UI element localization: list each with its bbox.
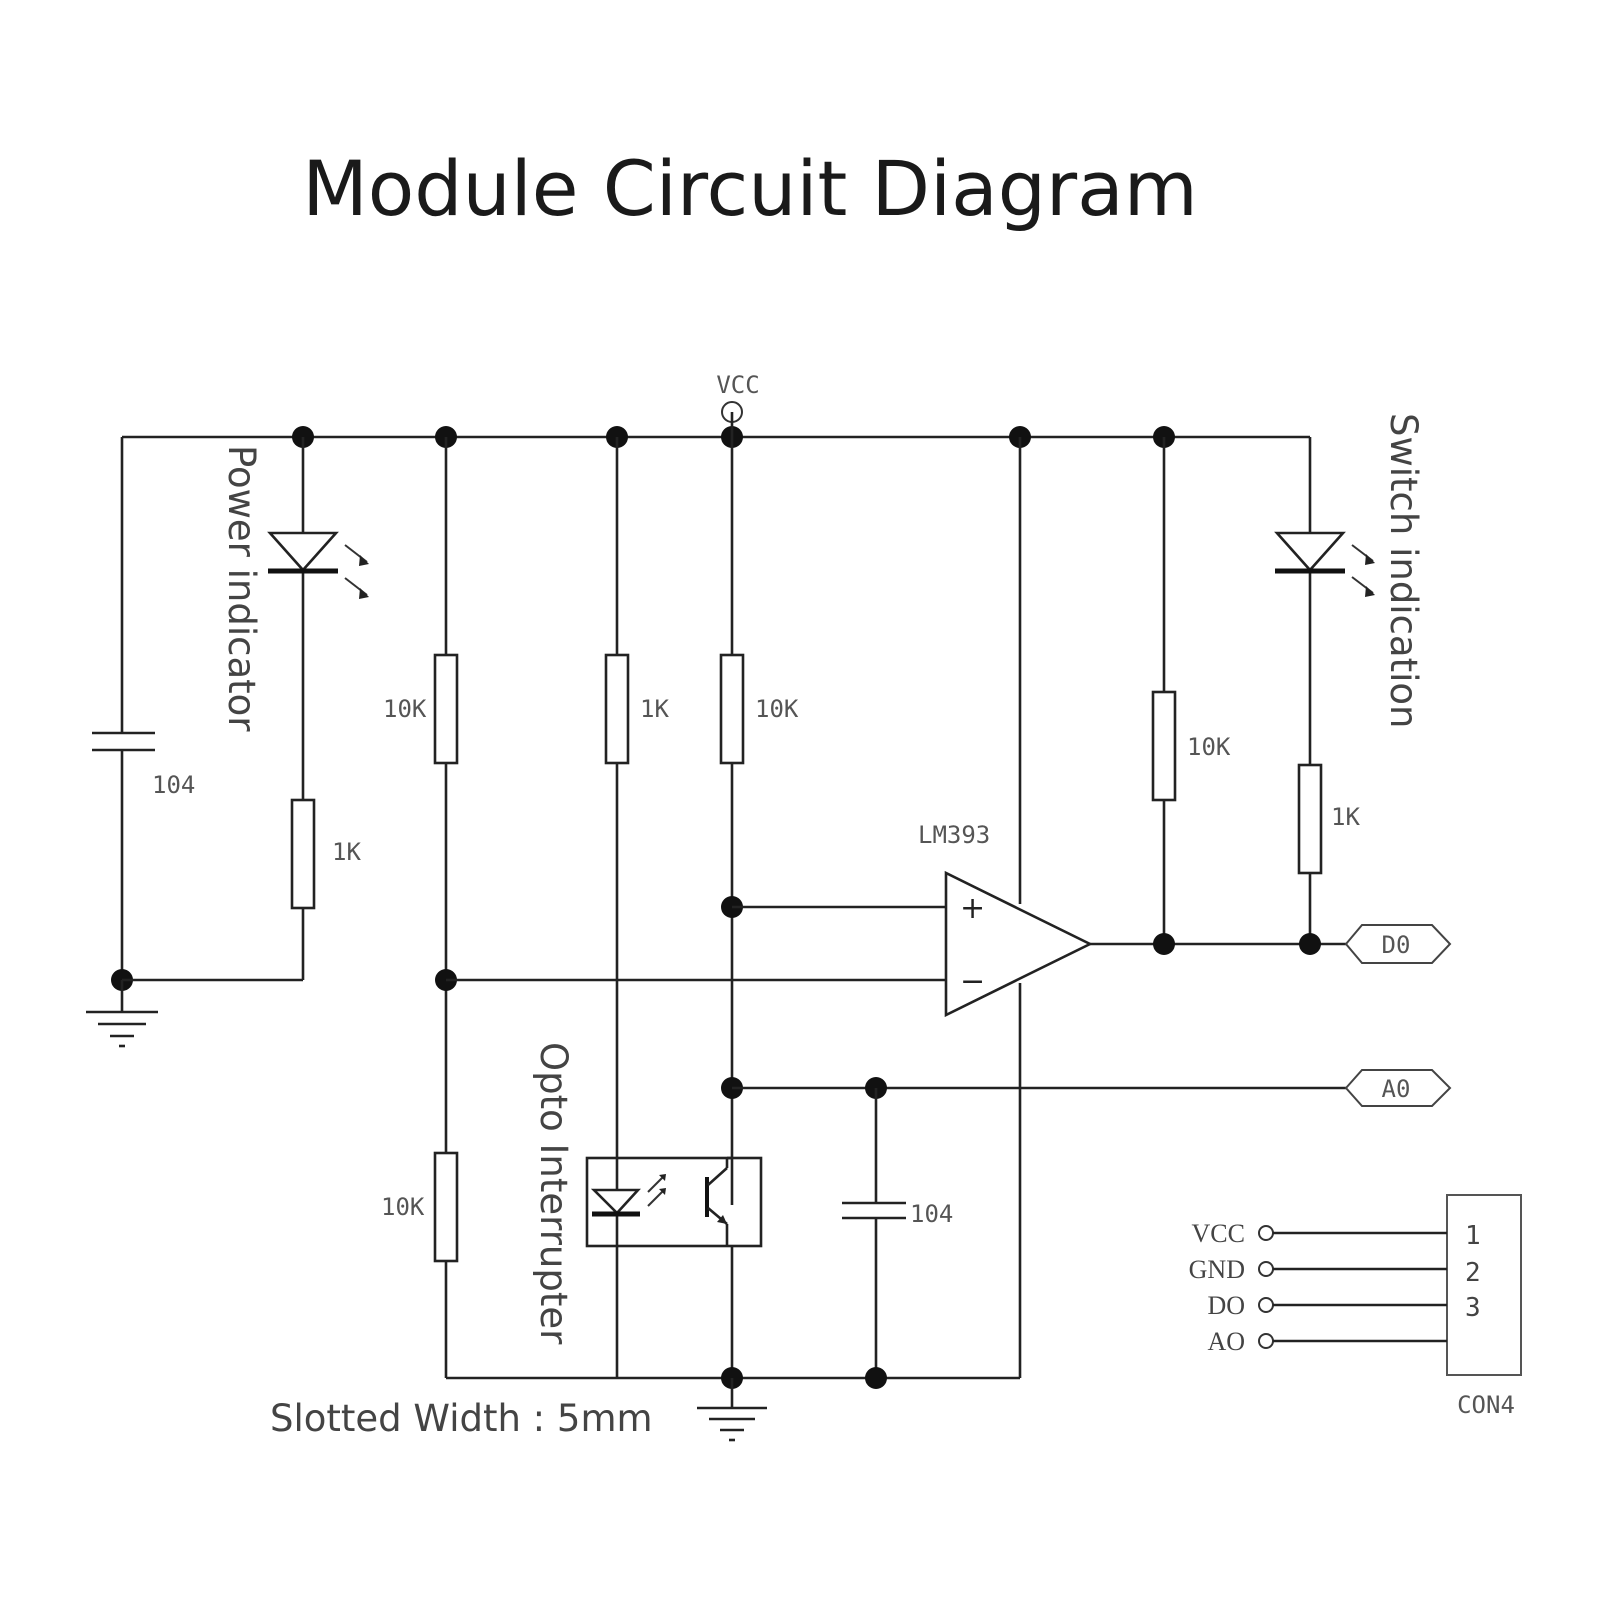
opto-package xyxy=(585,1156,763,1248)
capacitor-value: 104 xyxy=(910,1200,953,1228)
power-indicator-led: Power indicator xyxy=(220,437,369,800)
inverting-input-sign: − xyxy=(960,964,985,999)
resistor-value: 10K xyxy=(1187,733,1231,761)
capacitor-value: 104 xyxy=(152,771,195,799)
resistor-value: 1K xyxy=(332,838,361,866)
light-emission-icon xyxy=(1351,544,1375,597)
resistor-value: 10K xyxy=(381,1193,425,1221)
port-label-ao: A0 xyxy=(1382,1075,1411,1103)
pin-signal: AO xyxy=(1207,1327,1245,1356)
diagram-title: Module Circuit Diagram xyxy=(302,144,1198,233)
noninverting-input-sign: + xyxy=(960,891,985,926)
terminal-icon xyxy=(1258,1261,1274,1277)
switch-indication-label: Switch indication xyxy=(1382,413,1425,728)
pin-number: 3 xyxy=(1465,1293,1481,1323)
junction-dot xyxy=(1153,933,1175,955)
vcc-label: VCC xyxy=(716,371,759,399)
vcc-rail: VCC xyxy=(122,371,1310,448)
port-label-do: D0 xyxy=(1382,931,1411,959)
pin-number: 1 xyxy=(1465,1221,1481,1251)
led-icon xyxy=(267,531,339,572)
light-emission-icon xyxy=(647,1174,666,1207)
resistor-value: 10K xyxy=(755,695,799,723)
ground-icon xyxy=(697,1406,767,1442)
terminal-icon xyxy=(1258,1333,1274,1349)
terminal-icon xyxy=(1258,1297,1274,1313)
ground-left xyxy=(86,969,303,1048)
con4-connector: CON4 VCC 1 GND 2 DO 3 AO xyxy=(1189,1194,1522,1419)
slotted-width-note: Slotted Width : 5mm xyxy=(270,1397,653,1440)
resistor-power-led: 1K xyxy=(290,798,361,980)
resistor-value: 1K xyxy=(640,695,669,723)
phototransistor-icon xyxy=(705,1156,732,1246)
connector-body xyxy=(1446,1194,1522,1376)
terminal-icon xyxy=(1258,1225,1274,1241)
opto-interrupter-label: Opto Interrupter xyxy=(532,1042,575,1345)
digital-output-net: D0 xyxy=(1090,924,1452,964)
reference-divider: 10K 10K xyxy=(381,437,459,1378)
analog-output-net: A0 xyxy=(732,1069,1452,1107)
connector-pin-do: DO 3 xyxy=(1207,1291,1480,1323)
resistor-value: 10K xyxy=(383,695,427,723)
output-pullup: 10K xyxy=(1151,437,1231,944)
connector-pin-ao: AO xyxy=(1207,1327,1447,1356)
emitter-led-resistor: 1K xyxy=(604,437,669,1378)
collector-pullup: 10K xyxy=(719,412,799,1205)
opto-interrupter: Opto Interrupter xyxy=(532,1042,763,1378)
comparator-inputs xyxy=(446,905,946,982)
ir-led-icon xyxy=(590,1188,641,1215)
power-indicator-label: Power indicator xyxy=(220,445,263,732)
light-emission-icon xyxy=(344,544,369,599)
net-port-ao xyxy=(1344,1069,1452,1107)
pin-signal: VCC xyxy=(1192,1219,1245,1248)
connector-pin-gnd: GND 2 xyxy=(1189,1255,1481,1288)
junction-dot xyxy=(865,1367,887,1389)
switch-indicator-led: 1K Switch indication xyxy=(1274,413,1425,944)
ground-rail: Slotted Width : 5mm xyxy=(270,1367,1020,1442)
net-port-do xyxy=(1344,924,1452,964)
junction-dot xyxy=(1299,933,1321,955)
comparator-part-number: LM393 xyxy=(918,821,990,849)
connector-pin-vcc: VCC 1 xyxy=(1192,1219,1481,1251)
opamp-icon xyxy=(944,870,1093,1018)
filter-capacitor: 104 xyxy=(842,1088,953,1378)
led-icon xyxy=(1274,531,1346,572)
connector-name: CON4 xyxy=(1457,1391,1515,1419)
pin-signal: GND xyxy=(1189,1255,1245,1284)
resistor-value: 1K xyxy=(1331,803,1360,831)
lm393-comparator: + − LM393 xyxy=(918,437,1093,1378)
decoupling-capacitor-left: 104 xyxy=(92,437,195,980)
pin-number: 2 xyxy=(1465,1258,1481,1288)
pin-signal: DO xyxy=(1207,1291,1245,1320)
